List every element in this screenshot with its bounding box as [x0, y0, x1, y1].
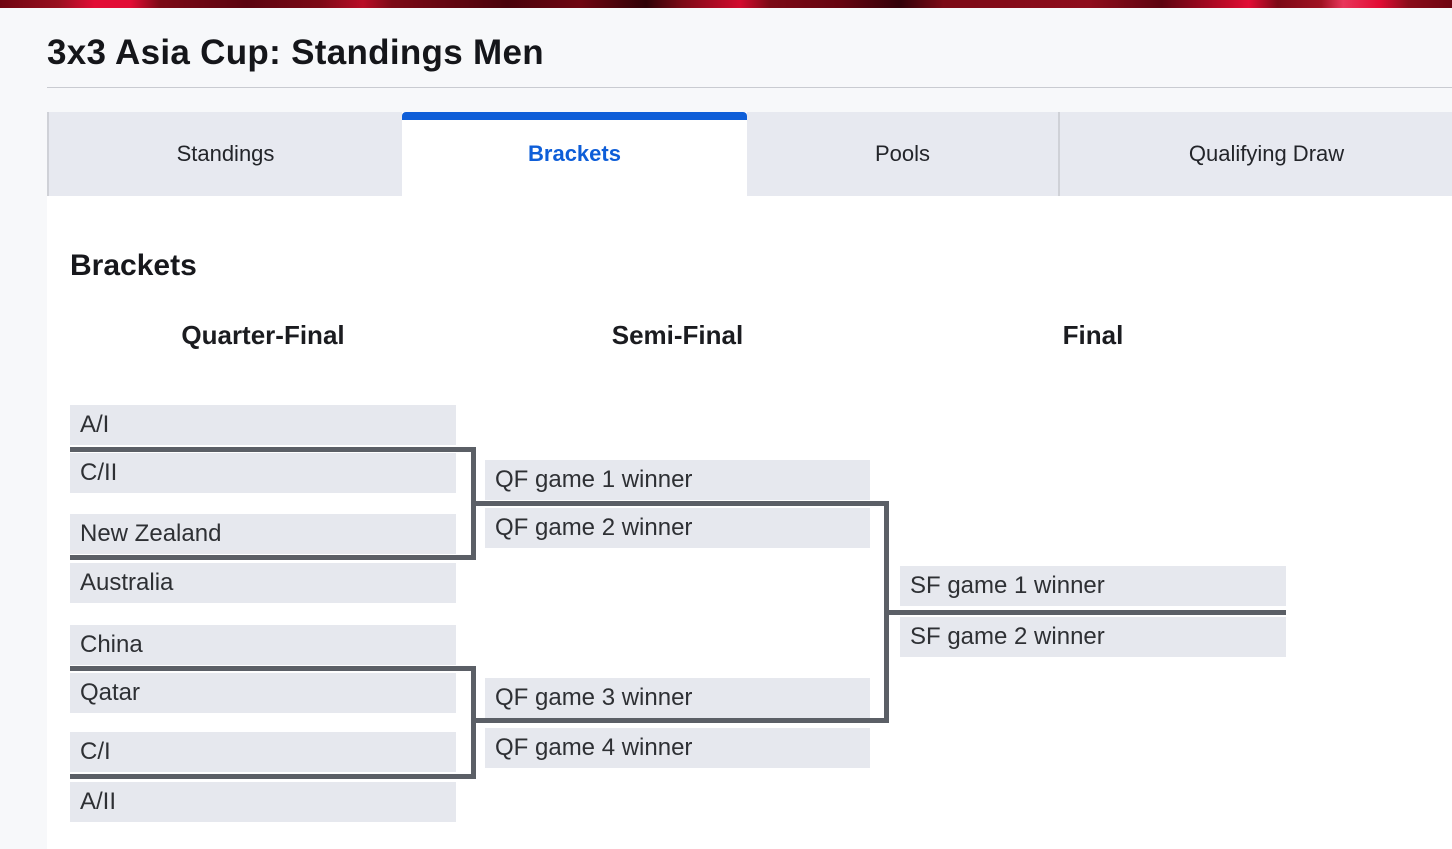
active-tab-indicator	[402, 112, 747, 120]
tab-standings-label: Standings	[176, 141, 275, 166]
tab-pools[interactable]: Pools	[747, 112, 1058, 196]
brackets-panel: Brackets Quarter-Final Semi-Final Final …	[47, 196, 1452, 849]
bracket-slot-qf-8: A/II	[70, 782, 456, 822]
tab-pools-label: Pools	[874, 141, 931, 166]
round-header-quarter-final: Quarter-Final	[181, 320, 345, 350]
bracket-slot-qf-7: C/I	[70, 732, 456, 772]
round-header-semi-final: Semi-Final	[611, 320, 744, 350]
section-heading: Brackets	[70, 249, 197, 282]
bracket-connector-line	[70, 666, 476, 671]
bracket-slot-qf-4: Australia	[70, 563, 456, 603]
tab-standings[interactable]: Standings	[47, 112, 402, 196]
bracket-slot-final-2: SF game 2 winner	[900, 617, 1286, 657]
bracket-slot-sf-4: QF game 4 winner	[485, 728, 870, 768]
page-title: 3x3 Asia Cup: Standings Men	[47, 33, 544, 72]
bracket-slot-sf-1: QF game 1 winner	[485, 460, 870, 500]
tab-qualifying-draw[interactable]: Qualifying Draw	[1058, 112, 1452, 196]
tab-brackets[interactable]: Brackets	[402, 112, 747, 196]
bracket-slot-qf-3: New Zealand	[70, 514, 456, 554]
bracket-connector-line	[70, 447, 476, 452]
tab-brackets-label: Brackets	[528, 141, 621, 166]
bracket-connector-line	[471, 501, 889, 506]
bracket-connector-line	[471, 718, 889, 723]
bracket-connector-line	[70, 774, 476, 779]
bracket-slot-sf-2: QF game 2 winner	[485, 508, 870, 548]
bracket-slot-qf-5: China	[70, 625, 456, 665]
bracket-slot-sf-3: QF game 3 winner	[485, 678, 870, 718]
bracket-connector-line	[70, 555, 476, 560]
title-divider	[47, 87, 1452, 88]
bracket-slot-qf-2: C/II	[70, 453, 456, 493]
tab-qualifying-draw-label: Qualifying Draw	[1188, 141, 1345, 166]
bracket-slot-final-1: SF game 1 winner	[900, 566, 1286, 606]
bracket-slot-qf-1: A/I	[70, 405, 456, 445]
top-banner-image	[0, 0, 1452, 8]
bracket-slot-qf-6: Qatar	[70, 673, 456, 713]
round-header-final: Final	[1062, 320, 1124, 350]
bracket-connector-line	[884, 610, 1286, 615]
